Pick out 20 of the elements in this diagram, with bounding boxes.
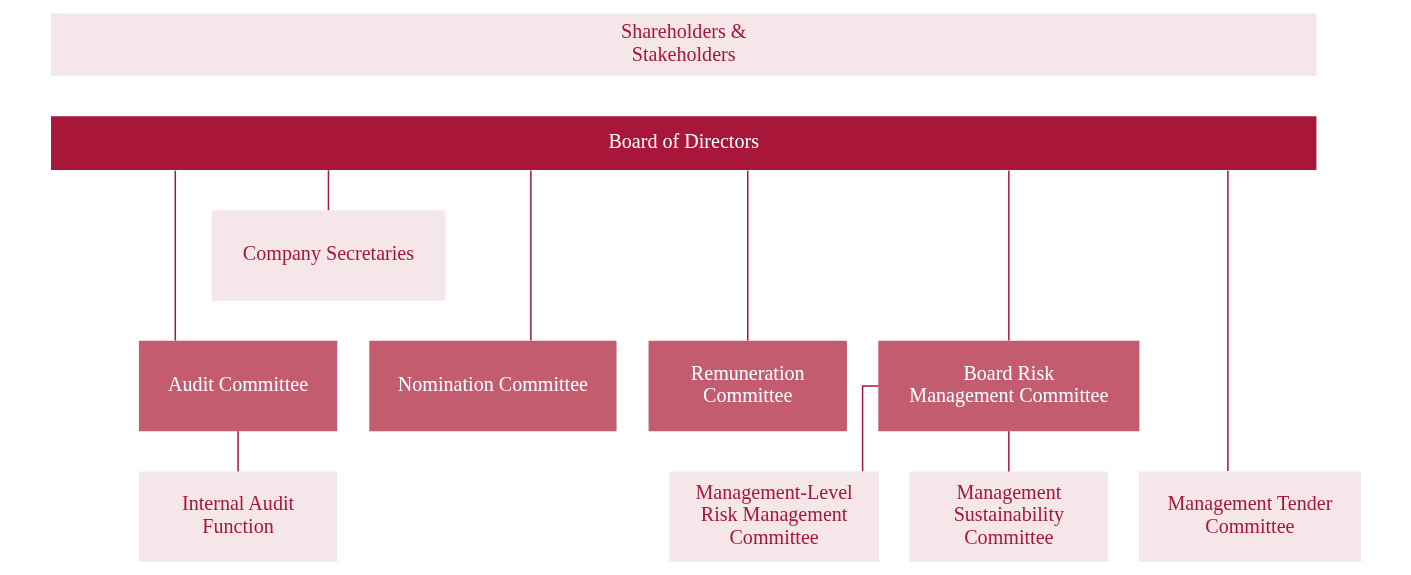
node-box: Management Sustainability Committee [909,471,1108,562]
node-box: Internal Audit Function [138,471,337,562]
node-box: Management-Level Risk Management Committee [668,471,879,562]
node-box: Management Tender Committee [1138,471,1361,562]
connector [236,430,239,473]
connector [1007,430,1010,473]
connector [746,169,748,342]
node-box: Company Secretaries [211,210,445,301]
connector [861,385,879,473]
node-box: Shareholders & Stakeholders [50,13,1316,76]
connector [1226,169,1229,472]
connector [327,169,329,211]
node-box: Board Risk Management Committee [877,340,1139,432]
connector [174,169,176,342]
node-box: Board of Directors [50,116,1316,171]
node-box: Audit Committee [138,340,337,432]
node-box: Remuneration Committee [648,340,847,432]
connector [1007,169,1010,342]
connector [529,169,532,342]
node-box: Nomination Committee [368,340,617,432]
